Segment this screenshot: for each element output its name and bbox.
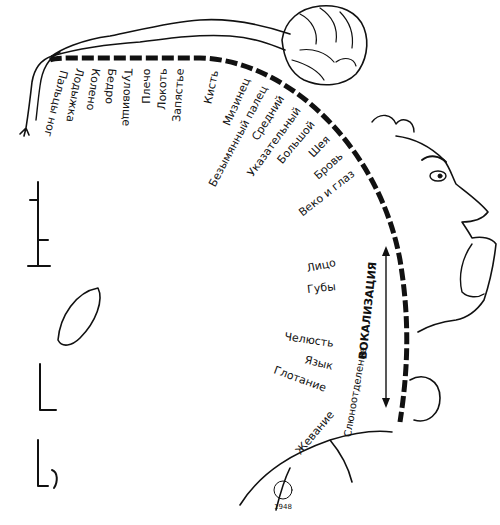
finger-lines	[292, 8, 353, 80]
tongue	[410, 377, 440, 421]
body-part-label: Бедро	[102, 67, 118, 104]
hair	[372, 115, 414, 132]
body-part-label: Туловище	[119, 68, 134, 126]
eye	[430, 171, 446, 181]
head-profile	[396, 136, 496, 332]
hand-figure	[282, 6, 367, 85]
pupil	[438, 174, 442, 178]
body-part-label: Губы	[307, 280, 337, 296]
section-symbol	[58, 288, 100, 345]
vocalization-arrow	[385, 252, 386, 402]
body-part-label: Жевание	[293, 408, 337, 457]
arrow-head	[382, 398, 390, 408]
body-part-label: Челюсть	[284, 330, 335, 350]
section-symbol	[38, 364, 57, 488]
body-part-label: 1948	[274, 503, 292, 511]
signature-mark	[274, 481, 292, 499]
body-part-label: Локоть	[155, 68, 169, 110]
thumb-nail	[336, 59, 356, 66]
body-part-label: Кисть	[202, 69, 222, 105]
body-part-label: Запястье	[170, 68, 187, 122]
body-figure	[52, 20, 290, 56]
open-mouth	[460, 244, 484, 297]
arrow-head	[382, 246, 390, 256]
section-symbol	[28, 182, 50, 266]
body-part-label: Плечо	[140, 68, 153, 103]
body-part-label: Колено	[84, 67, 103, 111]
body-part-label: ВОКАЛИЗАЦИЯ	[356, 261, 379, 360]
eyebrow	[422, 156, 446, 162]
body-figure	[52, 35, 285, 56]
brain-outline	[240, 431, 392, 510]
body-part-label: Слюноотделение	[342, 346, 370, 438]
body-part-label: Лицо	[306, 256, 338, 275]
body-part-label: Язык	[303, 353, 334, 373]
